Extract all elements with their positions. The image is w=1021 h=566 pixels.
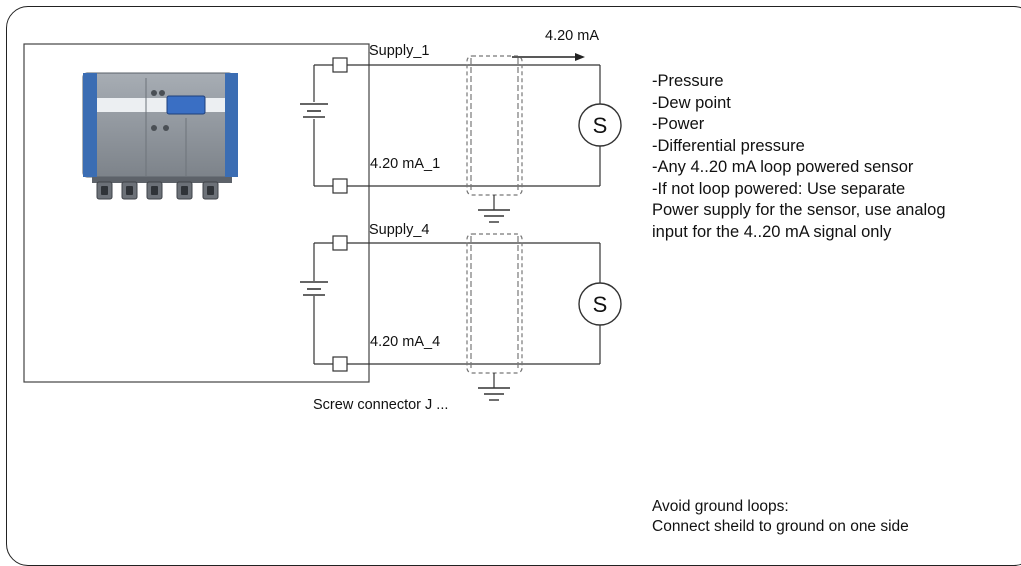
- label-supply-4: Supply_4: [369, 222, 430, 238]
- sensor-type-item: -If not loop powered: Use separate: [652, 179, 906, 198]
- current-direction-arrow-icon: [575, 53, 585, 61]
- ground-loop-note: Avoid ground loops: Connect sheild to gr…: [652, 497, 909, 537]
- sensor-type-item: -Differential pressure: [652, 136, 805, 155]
- sensor-type-item: -Dew point: [652, 93, 731, 112]
- sensor-1: [578, 103, 622, 147]
- sensor-1-label: S: [593, 113, 608, 138]
- ground-note-line: Avoid ground loops:: [652, 498, 789, 515]
- terminal-supply-4: [332, 235, 348, 251]
- cable-shield-1: [466, 55, 523, 210]
- cable-shield-4: [466, 233, 523, 388]
- terminal-supply-1: [332, 57, 348, 73]
- label-screw-connector: Screw connector J ...: [313, 397, 449, 413]
- sensor-type-item: -Any 4..20 mA loop powered sensor: [652, 158, 914, 176]
- device-icon: [82, 72, 238, 200]
- sensor-type-item: -Pressure: [652, 72, 724, 90]
- sensor-type-item: input for the 4..20 mA signal only: [652, 222, 892, 241]
- sensor-types-list: -Pressure -Dew point -Power -Differentia…: [652, 71, 946, 243]
- sensor-type-item: -Power: [652, 115, 705, 133]
- sensor-type-item: Power supply for the sensor, use analog: [652, 201, 946, 219]
- channel-1-circuit: [313, 64, 601, 187]
- battery-4-icon: [300, 281, 328, 296]
- sensor-4-label: S: [593, 292, 608, 317]
- terminal-current-4: [332, 356, 348, 372]
- label-current-1: 4.20 mA_1: [370, 156, 441, 172]
- label-current-4: 4.20 mA_4: [370, 334, 441, 350]
- channel-4-circuit: [313, 242, 601, 365]
- label-flow-current: 4.20 mA: [545, 28, 599, 44]
- label-supply-1: Supply_1: [369, 43, 430, 59]
- sensor-4: [578, 282, 622, 326]
- battery-1-icon: [300, 103, 328, 118]
- ground-note-line: Connect sheild to ground on one side: [652, 518, 909, 535]
- ground-1-icon: [478, 209, 510, 223]
- ground-4-icon: [478, 387, 510, 401]
- terminal-current-1: [332, 178, 348, 194]
